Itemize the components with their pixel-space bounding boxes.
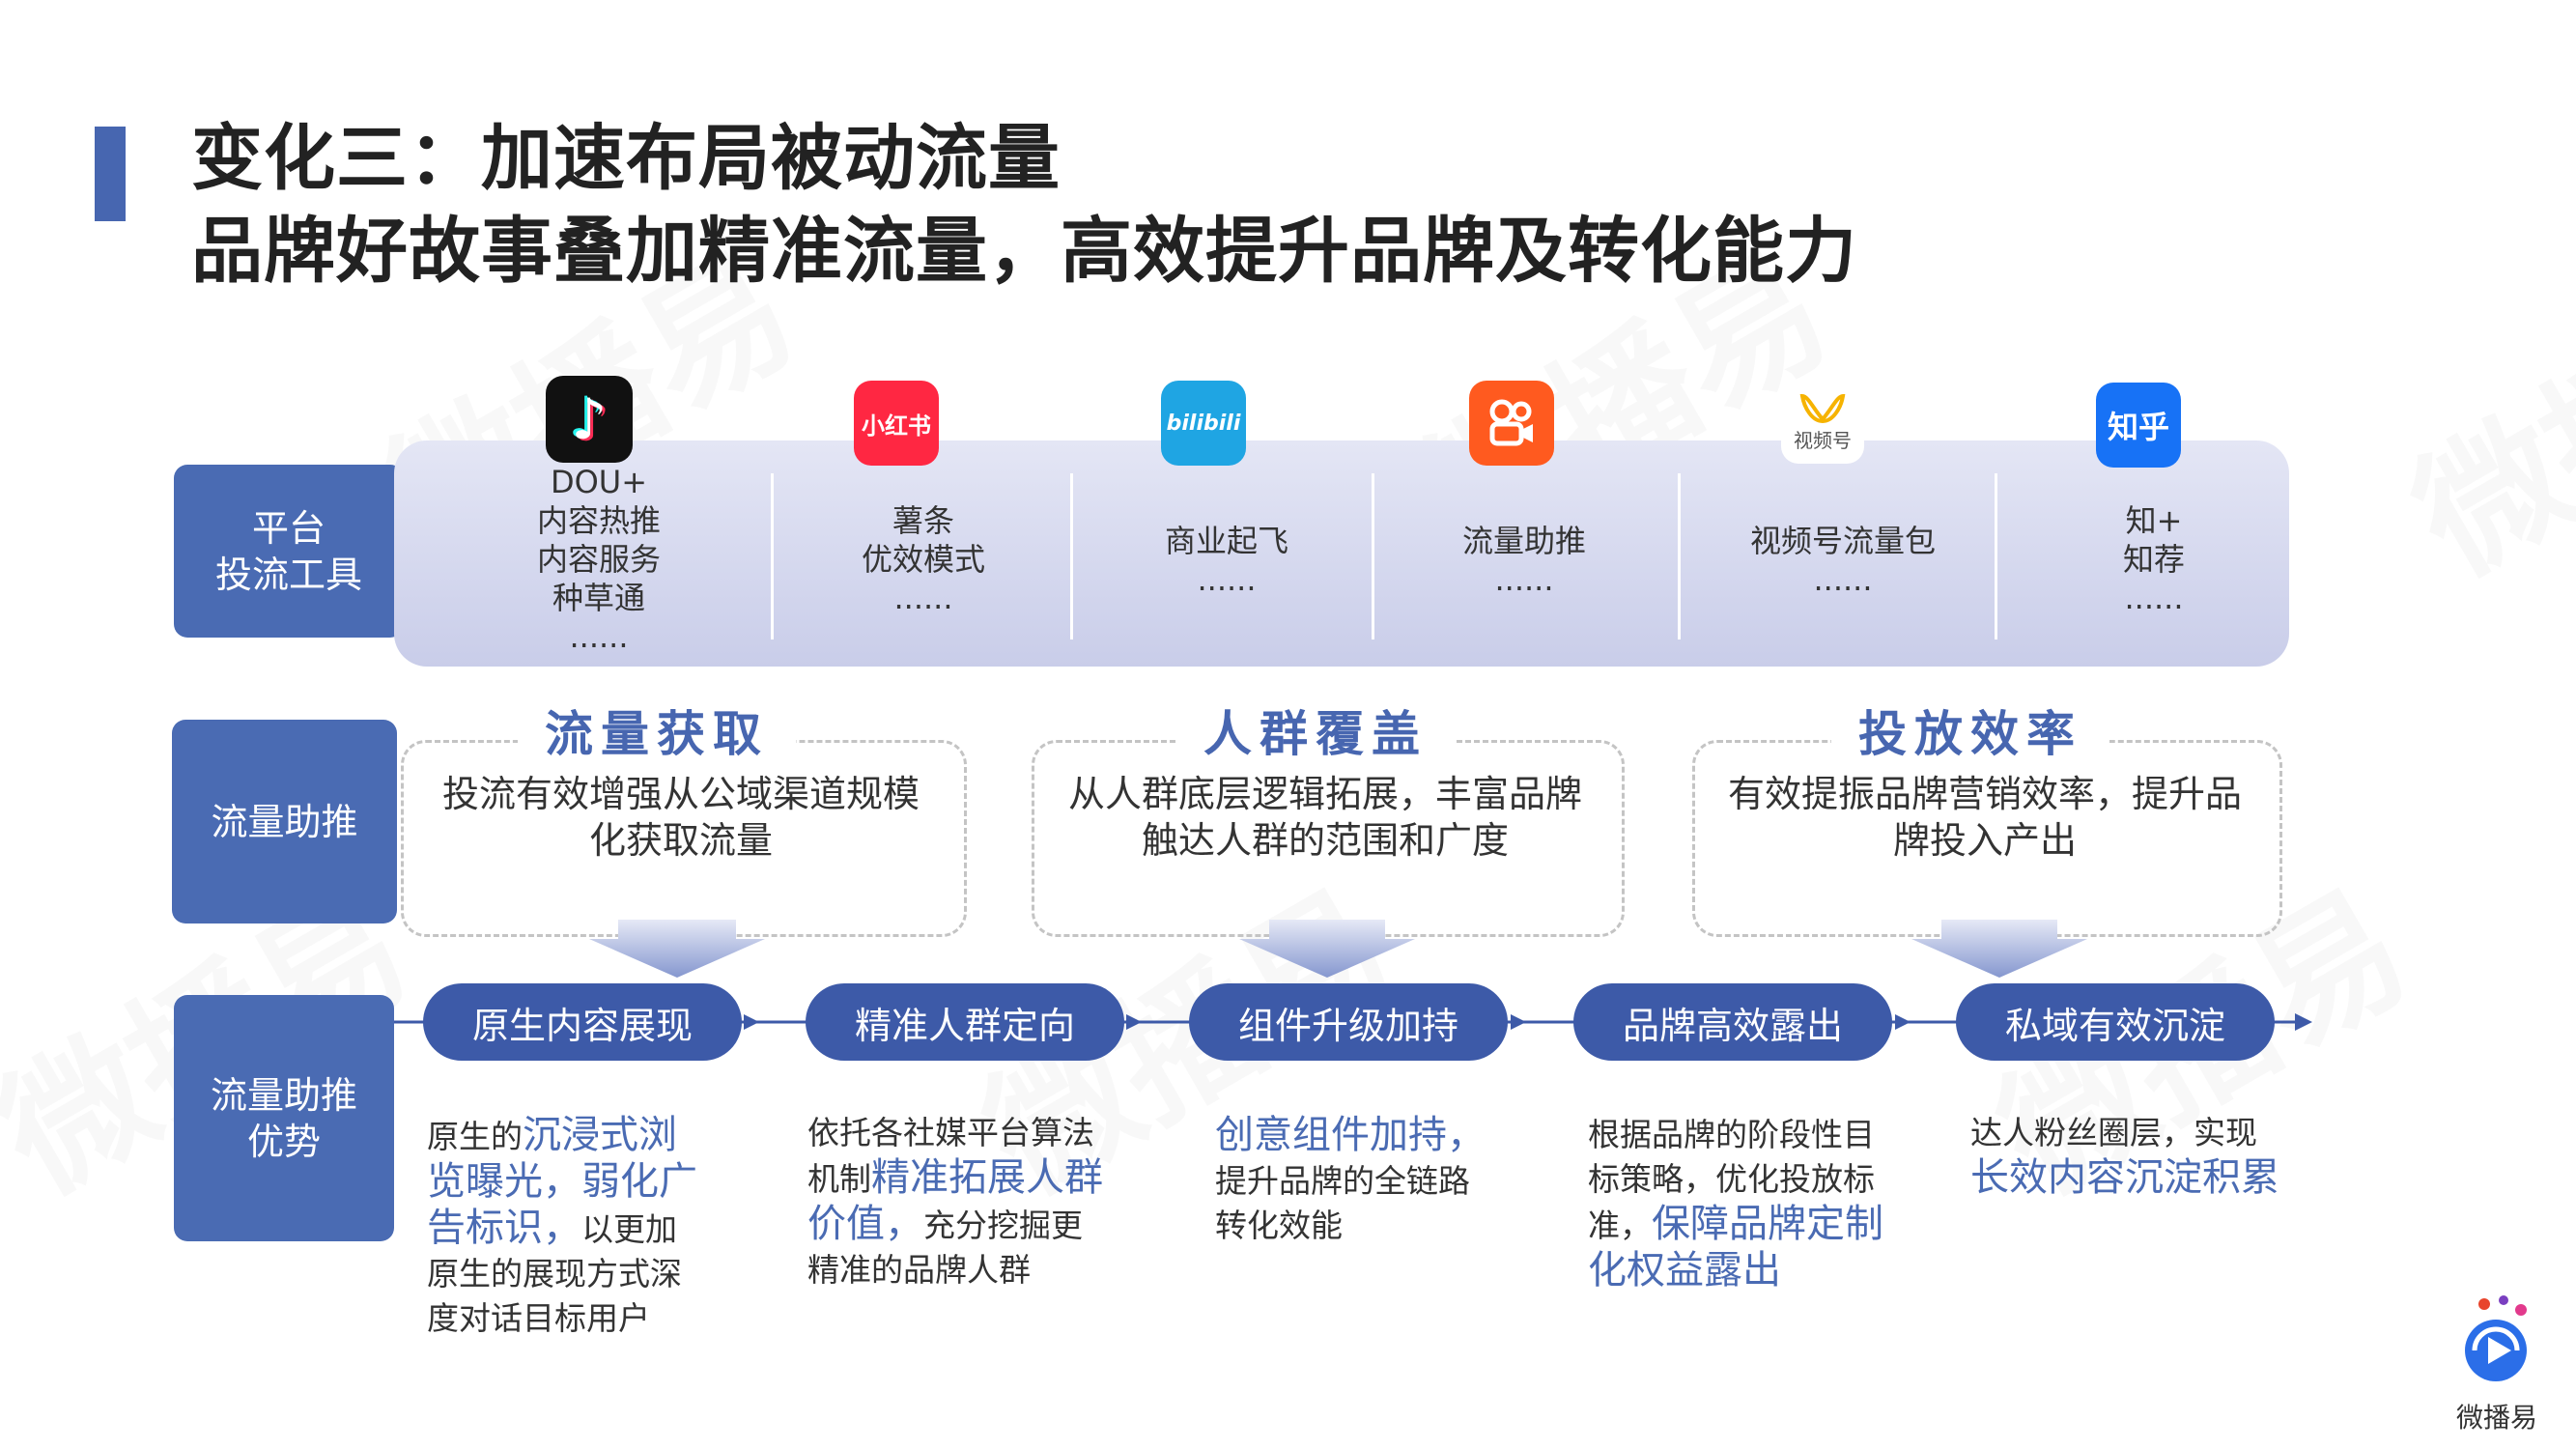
bilibili-logo: bilibili xyxy=(1161,381,1246,466)
desc-text: 原生的 xyxy=(427,1118,523,1155)
advantage-desc-line: 长效内容沉淀积累 xyxy=(1970,1155,2289,1202)
desc-text: 准， xyxy=(1588,1207,1652,1244)
desc-text: 达人粉丝圈层，实现 xyxy=(1970,1114,2257,1151)
shipinhao-logo: 视频号 xyxy=(1781,381,1864,464)
advantage-desc-line: 原生的展现方式深 xyxy=(427,1252,746,1296)
desc-text: 根据品牌的阶段性目 xyxy=(1588,1116,1875,1153)
highlight-text: 沉浸式浏 xyxy=(523,1113,677,1157)
highlight-text: 告标识， xyxy=(427,1206,581,1250)
advantage-desc-line: 依托各社媒平台算法 xyxy=(807,1111,1126,1155)
down-arrow xyxy=(1239,920,1415,978)
desc-text: 以更加 xyxy=(581,1210,677,1248)
butterfly-icon xyxy=(1799,393,1846,423)
row-label-boost: 流量助推 xyxy=(172,720,397,923)
flow-arrowhead xyxy=(744,1014,759,1030)
xiaohongshu-logo: 小红书 xyxy=(854,381,939,466)
flow-arrowhead xyxy=(1511,1014,1526,1030)
platform-tools-xiaohongshu: 薯条 优效模式 ...... xyxy=(861,502,985,616)
advantage-desc-exposure: 根据品牌的阶段性目标策略，优化投放标准，保障品牌定制化权益露出 xyxy=(1588,1113,1907,1294)
camera-icon xyxy=(1489,399,1533,446)
platform-tools-zhihu: 知+ 知荐 ...... xyxy=(2122,502,2185,616)
advantage-pill-targeting: 精准人群定向 xyxy=(806,983,1124,1061)
boost-title: 流量获取 xyxy=(518,701,796,762)
separator xyxy=(1678,473,1681,639)
advantage-desc-line: 创意组件加持， xyxy=(1215,1113,1534,1159)
separator xyxy=(1995,473,1997,639)
advantage-desc-line: 提升品牌的全链路 xyxy=(1215,1159,1534,1204)
advantage-desc-components: 创意组件加持， 提升品牌的全链路转化效能 xyxy=(1215,1113,1534,1248)
advantage-pill-exposure: 品牌高效露出 xyxy=(1573,983,1892,1061)
flow-arrowhead xyxy=(1126,1014,1142,1030)
separator xyxy=(771,473,774,639)
down-arrow xyxy=(1911,920,2087,978)
flow-arrowhead xyxy=(2295,1013,2312,1031)
zhihu-logo: 知乎 xyxy=(2096,383,2181,468)
highlight-text: 创意组件加持， xyxy=(1215,1113,1486,1157)
separator xyxy=(1070,473,1073,639)
advantage-pill-components: 组件升级加持 xyxy=(1189,983,1508,1061)
footer-logo: 微播易 xyxy=(2444,1294,2550,1434)
platform-tools-kuaishou: 流量助推 ...... xyxy=(1461,523,1586,598)
desc-text: 度对话目标用户 xyxy=(427,1299,650,1337)
advantage-desc-line: 标策略，优化投放标 xyxy=(1588,1157,1907,1202)
advantage-desc-line: 原生的沉浸式浏 xyxy=(427,1113,746,1159)
advantage-desc-line: 根据品牌的阶段性目 xyxy=(1588,1113,1907,1157)
desc-text: 标策略，优化投放标 xyxy=(1588,1160,1875,1198)
highlight-text: 精准拓展人群 xyxy=(871,1155,1103,1200)
boost-text: 有效提振品牌营销效率，提升品牌投入产出 xyxy=(1727,773,2242,862)
advantage-desc-line: 精准的品牌人群 xyxy=(807,1248,1126,1293)
platform-tools-shipinhao: 视频号流量包 ...... xyxy=(1749,523,1936,598)
advantage-desc-line: 化权益露出 xyxy=(1588,1248,1907,1294)
row-label-platform: 平台投流工具 xyxy=(174,465,404,638)
desc-text: 精准的品牌人群 xyxy=(807,1251,1031,1289)
row-label-advantage: 流量助推优势 xyxy=(174,995,394,1241)
desc-text: 机制 xyxy=(807,1160,871,1198)
highlight-text: 长效内容沉淀积累 xyxy=(1970,1155,2279,1200)
desc-text: 原生的展现方式深 xyxy=(427,1255,682,1293)
desc-text: 转化效能 xyxy=(1215,1207,1343,1244)
separator xyxy=(1372,473,1374,639)
flow-arrowhead xyxy=(1895,1014,1911,1030)
advantage-pill-private-domain: 私域有效沉淀 xyxy=(1956,983,2275,1061)
advantage-pill-native: 原生内容展现 xyxy=(423,983,742,1061)
desc-text: 依托各社媒平台算法 xyxy=(807,1114,1094,1151)
advantage-desc-line: 准，保障品牌定制 xyxy=(1588,1202,1907,1248)
boost-title: 投放效率 xyxy=(1831,701,2109,762)
advantage-desc-private-domain: 达人粉丝圈层，实现长效内容沉淀积累 xyxy=(1970,1111,2289,1202)
kuaishou-logo xyxy=(1469,381,1554,466)
advantage-desc-targeting: 依托各社媒平台算法机制精准拓展人群价值，充分挖掘更精准的品牌人群 xyxy=(807,1111,1126,1293)
highlight-text: 保障品牌定制 xyxy=(1652,1202,1883,1246)
title-accent-bar xyxy=(95,127,126,221)
tiktok-logo: ♪ xyxy=(546,376,633,463)
highlight-text: 览曝光，弱化广 xyxy=(427,1159,697,1204)
advantage-desc-line: 度对话目标用户 xyxy=(427,1296,746,1341)
desc-text: 提升品牌的全链路 xyxy=(1215,1162,1470,1200)
play-logo-icon xyxy=(2465,1295,2527,1381)
platform-band xyxy=(394,440,2289,667)
advantage-desc-line: 告标识，以更加 xyxy=(427,1206,746,1252)
platform-tools-douyin: DOU+ 内容热推 内容服务 种草通 ...... xyxy=(536,464,661,655)
boost-text: 投流有效增强从公域渠道规模化获取流量 xyxy=(441,773,920,862)
advantage-desc-line: 达人粉丝圈层，实现 xyxy=(1970,1111,2289,1155)
advantage-desc-line: 机制精准拓展人群 xyxy=(807,1155,1126,1202)
down-arrow xyxy=(589,920,765,978)
page-title: 变化三：加速布局被动流量 xyxy=(191,117,1061,200)
desc-text: 充分挖掘更 xyxy=(923,1207,1083,1244)
advantage-desc-line: 转化效能 xyxy=(1215,1204,1534,1248)
advantage-desc-line: 价值，充分挖掘更 xyxy=(807,1202,1126,1248)
highlight-text: 化权益露出 xyxy=(1588,1248,1781,1293)
highlight-text: 价值， xyxy=(807,1202,923,1246)
advantage-desc-native: 原生的沉浸式浏览曝光，弱化广告标识，以更加原生的展现方式深度对话目标用户 xyxy=(427,1113,746,1341)
boost-title: 人群覆盖 xyxy=(1176,701,1455,762)
platform-tools-bilibili: 商业起飞 ...... xyxy=(1164,523,1288,598)
advantage-desc-line: 览曝光，弱化广 xyxy=(427,1159,746,1206)
boost-text: 从人群底层逻辑拓展，丰富品牌触达人群的范围和广度 xyxy=(1067,773,1582,862)
page-subtitle: 品牌好故事叠加精准流量，高效提升品牌及转化能力 xyxy=(191,210,1857,293)
